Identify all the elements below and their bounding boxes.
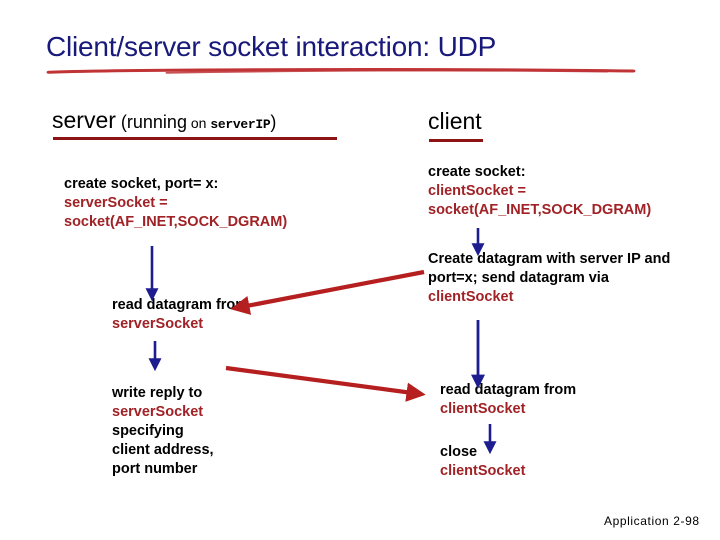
step-line: specifying — [112, 423, 184, 439]
client-step-read-datagram: read datagram from clientSocket — [440, 381, 576, 419]
step-line: client address, — [112, 442, 214, 458]
server-step-write-reply: write reply to serverSocket specifying c… — [112, 384, 214, 479]
client-step-create-socket: create socket: clientSocket = socket(AF_… — [428, 163, 651, 220]
step-line: clientSocket — [440, 401, 526, 417]
step-line: read datagram from — [112, 297, 249, 313]
title-underline-stroke — [46, 68, 636, 74]
step-line: Create datagram with server IP and — [428, 251, 671, 267]
server-header-ip: serverIP — [210, 117, 271, 132]
server-column-header: server (running on serverIP) — [52, 107, 276, 134]
step-line: port=x; send datagram via — [428, 270, 609, 286]
step-line: serverSocket — [112, 316, 204, 332]
step-line: read datagram from — [440, 382, 577, 398]
step-line: create socket: — [428, 164, 526, 180]
step-line: create socket, port= x: — [64, 176, 219, 192]
client-header-underline — [429, 139, 483, 142]
server-header-running: running — [126, 112, 187, 132]
step-line: serverSocket — [112, 404, 204, 420]
server-header-paren-open: ( — [115, 112, 127, 132]
client-step-close-socket: close clientSocket — [440, 443, 525, 481]
step-line: write reply to — [112, 385, 203, 401]
server-step-create-socket: create socket, port= x: serverSocket = s… — [64, 175, 287, 232]
step-line: socket(AF_INET,SOCK_DGRAM) — [64, 214, 288, 230]
client-step-create-datagram: Create datagram with server IP and port=… — [428, 250, 720, 307]
server-header-on: on — [186, 115, 211, 131]
page-title: Client/server socket interaction: UDP — [46, 31, 497, 62]
step-line: close — [440, 444, 478, 460]
step-line: clientSocket — [440, 463, 526, 479]
footer-slide-number: Application 2-98 — [604, 514, 700, 528]
arrow-send-datagram-to-server — [230, 269, 425, 315]
server-step-read-datagram: read datagram from serverSocket — [112, 296, 248, 334]
step-line: serverSocket = — [64, 195, 168, 211]
server-header-word: server — [52, 107, 116, 133]
step-line: clientSocket = — [428, 183, 526, 199]
server-header-underline — [53, 137, 337, 140]
step-line: clientSocket — [428, 289, 514, 305]
step-line: socket(AF_INET,SOCK_DGRAM) — [428, 202, 652, 218]
server-header-paren-close: ) — [270, 112, 277, 132]
client-column-header: client — [428, 108, 482, 134]
step-line: port number — [112, 461, 198, 477]
arrow-reply-datagram-to-client — [225, 365, 426, 402]
